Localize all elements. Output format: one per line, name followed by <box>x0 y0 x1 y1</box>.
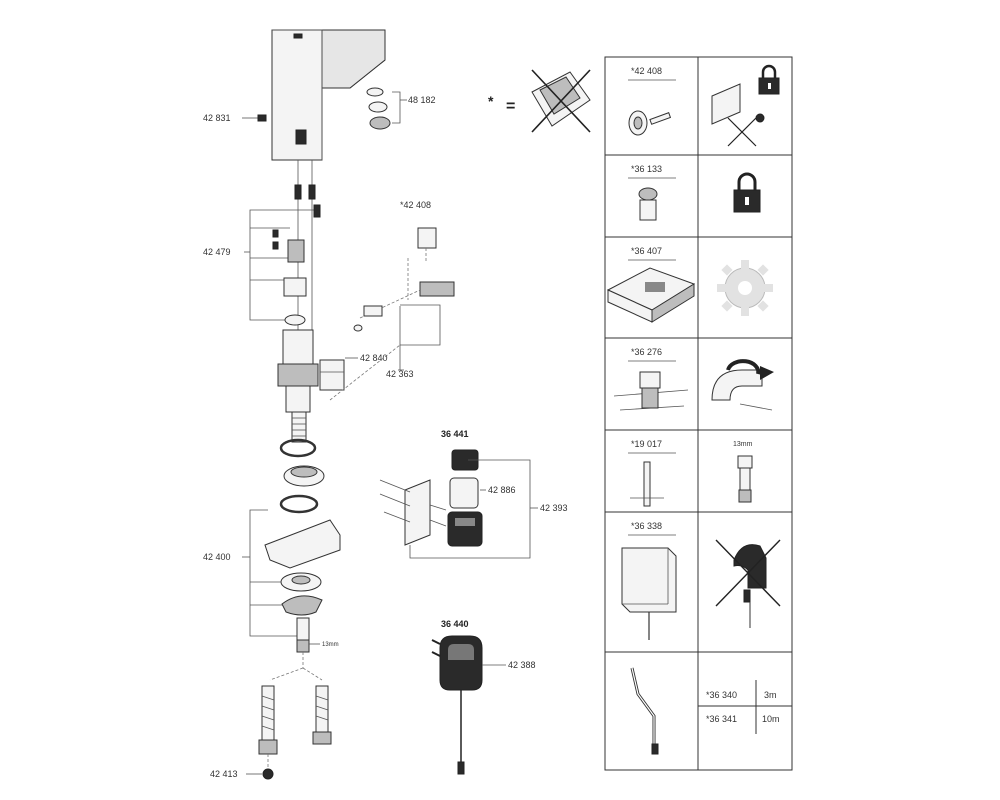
part-number: *36 276 <box>631 347 662 357</box>
label-power-box-kit: 36 441 <box>441 429 469 439</box>
part-number: *36 338 <box>631 521 662 531</box>
equals-symbol: = <box>506 98 515 115</box>
table-row: *36 133 <box>628 164 761 221</box>
table-row: *36 276 <box>613 347 774 411</box>
cable-length: 10m <box>762 714 780 724</box>
part-number: *42 408 <box>631 66 662 76</box>
table-row: *36 338 <box>621 521 781 640</box>
label-aerator: 48 182 <box>408 95 436 105</box>
padlock-icon <box>733 172 761 213</box>
asterisk-symbol: * <box>488 93 494 109</box>
faucet-spout-image <box>271 29 386 161</box>
part-number: *36 407 <box>631 246 662 256</box>
table-row: *36 407 <box>606 246 773 323</box>
tool-size: 13mm <box>733 441 753 448</box>
padlock-icon <box>758 64 780 95</box>
power-box-kit: 36 441 42 886 42 393 <box>379 429 568 559</box>
label-adapter: 42 388 <box>508 660 536 670</box>
crossed-out-icon <box>715 539 781 628</box>
label-optional-part: *42 408 <box>400 200 431 210</box>
part-number: *36 133 <box>631 164 662 174</box>
cable-part-number: *36 341 <box>706 714 737 724</box>
label-spout-screw: 42 831 <box>203 113 231 123</box>
table-row: *42 408 <box>628 64 780 147</box>
cable-row: *36 340 3m *36 341 10m <box>630 667 792 755</box>
faucet-exploded-view: 48 182 42 831 42 479 42 840 <box>203 29 455 780</box>
adapter-kit: 36 440 42 388 <box>431 619 536 775</box>
label-power-box-set: 42 393 <box>540 503 568 513</box>
label-valve: 42 840 <box>360 353 388 363</box>
label-stud: 42 413 <box>210 769 238 779</box>
legend-equals: * = <box>488 69 591 133</box>
part-number: *19 017 <box>631 439 662 449</box>
label-power-box-insert: 42 886 <box>488 485 516 495</box>
crossed-out-icon <box>531 69 591 133</box>
label-cartridge-set: 42 479 <box>203 247 231 257</box>
label-mount-hardware: 42 400 <box>203 552 231 562</box>
valve-body-image <box>277 329 345 413</box>
label-adapter-kit: 36 440 <box>441 619 469 629</box>
cable-length: 3m <box>764 690 777 700</box>
gear-icon <box>717 260 773 316</box>
label-mount-kit: 42 363 <box>386 369 414 379</box>
cable-part-number: *36 340 <box>706 690 737 700</box>
table-row: *19 017 13mm <box>628 439 753 507</box>
label-tool-size: 13mm <box>322 642 339 648</box>
accessory-table: *42 408 *36 133 <box>604 56 793 771</box>
